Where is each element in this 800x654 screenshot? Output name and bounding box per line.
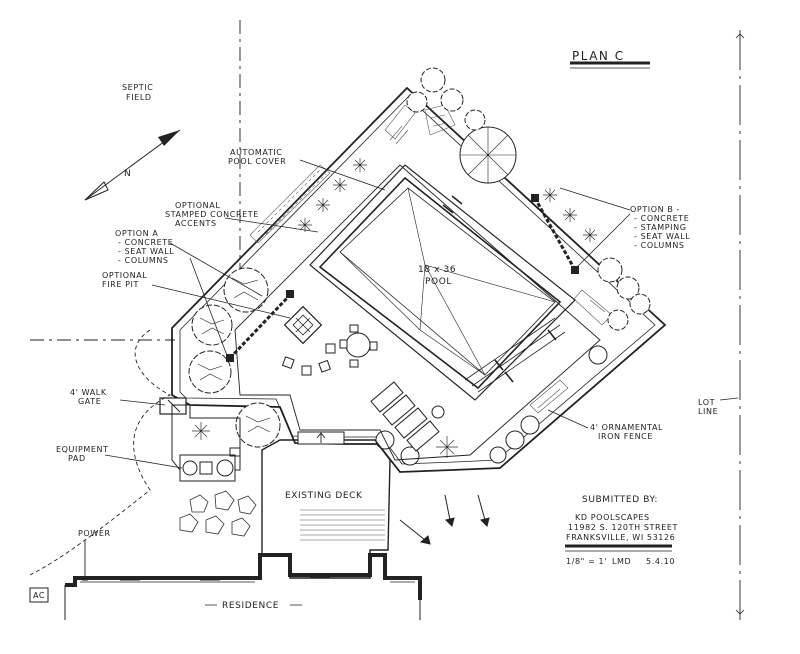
svg-text:FIRE PIT: FIRE PIT <box>102 280 139 289</box>
drafter-initials: LMD <box>612 557 631 566</box>
power-label: POWER <box>78 529 111 538</box>
svg-text:OPTIONAL: OPTIONAL <box>175 201 220 210</box>
plan-title: PLAN C <box>570 49 650 69</box>
drawing-scale: 1/8" = 1' <box>566 557 607 566</box>
svg-text:- SEAT WALL: - SEAT WALL <box>634 232 690 241</box>
svg-text:- STAMPING: - STAMPING <box>634 223 687 232</box>
property-lines <box>30 20 745 620</box>
svg-text:4' ORNAMENTAL: 4' ORNAMENTAL <box>590 423 663 432</box>
svg-text:POOL COVER: POOL COVER <box>228 157 286 166</box>
company-name: KD POOLSCAPES <box>575 513 650 522</box>
power-line: POWER <box>29 329 172 581</box>
svg-text:LOT: LOT <box>698 398 715 407</box>
fire-pit-icon <box>283 305 323 345</box>
svg-text:- CONCRETE: - CONCRETE <box>634 214 689 223</box>
svg-text:STAMPED CONCRETE: STAMPED CONCRETE <box>165 210 259 219</box>
svg-text:- COLUMNS: - COLUMNS <box>634 241 685 250</box>
option-a-label: OPTION A - CONCRETE - SEAT WALL - COLUMN… <box>115 229 174 265</box>
svg-text:18 x 36: 18 x 36 <box>418 265 456 275</box>
pool-deck <box>234 164 601 461</box>
patio-table-icon <box>345 332 371 358</box>
svg-text:AC: AC <box>33 591 45 600</box>
svg-text:PLAN C: PLAN C <box>572 49 625 63</box>
stepping-stones <box>179 490 257 537</box>
residence-label: RESIDENCE <box>222 601 279 611</box>
drainage-arrows <box>399 494 490 545</box>
svg-text:- COLUMNS: - COLUMNS <box>118 256 169 265</box>
svg-text:FIELD: FIELD <box>126 93 152 102</box>
residence: RESIDENCE <box>64 553 422 620</box>
svg-text:OPTIONAL: OPTIONAL <box>102 271 147 280</box>
stamped-concrete-label: OPTIONAL STAMPED CONCRETE ACCENTS <box>165 201 259 228</box>
shrubs <box>192 158 597 458</box>
svg-text:OPTION B -: OPTION B - <box>630 205 680 214</box>
submitted-heading: SUBMITTED BY: <box>582 495 658 505</box>
iron-fence-label: 4' ORNAMENTAL IRON FENCE <box>590 423 663 441</box>
company-city: FRANKSVILLE, WI 53126 <box>566 533 675 542</box>
option-b-seat-wall <box>531 194 579 274</box>
drawing-date: 5.4.10 <box>646 557 675 566</box>
patio-furniture <box>281 324 445 452</box>
chaise-lounges <box>370 381 445 452</box>
walk-gate-icon <box>159 397 187 415</box>
svg-text:- SEAT WALL: - SEAT WALL <box>118 247 174 256</box>
svg-text:GATE: GATE <box>78 397 101 406</box>
septic-field-label: SEPTIC FIELD <box>122 83 153 102</box>
tree-option-a-3 <box>188 350 232 394</box>
north-arrow-icon: N <box>84 129 181 201</box>
svg-text:SEPTIC: SEPTIC <box>122 83 153 92</box>
pool: 18 x 36 POOL <box>309 164 576 401</box>
svg-text:4' WALK: 4' WALK <box>70 388 107 397</box>
leader-lines <box>104 159 739 469</box>
ac-unit-icon: AC <box>29 587 49 603</box>
option-a-seat-wall <box>226 290 294 362</box>
tree-option-a-1 <box>223 267 269 313</box>
company-street: 11982 S. 120TH STREET <box>568 523 678 532</box>
pool-cover-label: AUTOMATIC POOL COVER <box>228 148 286 166</box>
svg-text:POOL: POOL <box>425 277 452 287</box>
existing-deck-label: EXISTING DECK <box>285 491 363 501</box>
svg-text:ACCENTS: ACCENTS <box>175 219 217 228</box>
lot-line-label: LOT LINE <box>698 398 718 416</box>
option-b-label: OPTION B - - CONCRETE - STAMPING - SEAT … <box>630 205 690 250</box>
svg-text:OPTION A: OPTION A <box>115 229 158 238</box>
svg-text:LINE: LINE <box>698 407 718 416</box>
north-label: N <box>124 169 131 179</box>
tree-north <box>459 126 517 184</box>
tree-gate <box>235 402 281 448</box>
tree-option-a-2 <box>191 304 233 346</box>
svg-text:AUTOMATIC: AUTOMATIC <box>230 148 283 157</box>
svg-text:EQUIPMENT: EQUIPMENT <box>56 445 109 454</box>
planting-beds <box>249 104 613 414</box>
fire-pit-label: OPTIONAL FIRE PIT <box>102 271 147 289</box>
submitted-by-block: SUBMITTED BY: KD POOLSCAPES 11982 S. 120… <box>565 495 678 566</box>
svg-text:PAD: PAD <box>68 454 86 463</box>
annotation-labels: SEPTIC FIELD AUTOMATIC POOL COVER OPTION… <box>56 83 718 463</box>
svg-text:- CONCRETE: - CONCRETE <box>118 238 173 247</box>
equipment-pad <box>171 404 241 482</box>
svg-text:IRON FENCE: IRON FENCE <box>598 432 653 441</box>
equipment-pad-label: EQUIPMENT PAD <box>56 445 109 463</box>
pool-label: 18 x 36 POOL <box>418 265 456 287</box>
walk-gate-label: 4' WALK GATE <box>70 388 107 406</box>
